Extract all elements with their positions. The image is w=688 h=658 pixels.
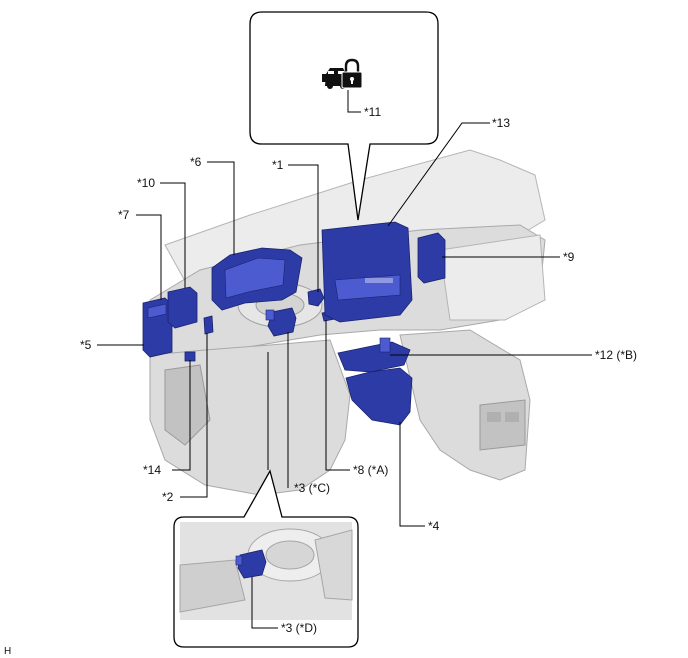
- component-9: [417, 232, 446, 284]
- component-10: [167, 286, 198, 329]
- component-13: [321, 221, 413, 323]
- leader-6: [207, 161, 235, 255]
- label-3c: *3 (*C): [294, 481, 330, 495]
- leader-1: [288, 164, 319, 292]
- vehicle-lock-icon: [322, 58, 363, 89]
- label-11: *11: [364, 105, 381, 119]
- label-12: *12 (*B): [595, 348, 637, 362]
- leader-14: [172, 360, 191, 471]
- components: [142, 221, 446, 426]
- component-2: [203, 315, 214, 335]
- leader-2: [180, 333, 208, 498]
- label-5: *5: [80, 338, 92, 352]
- label-13: *13: [492, 116, 510, 130]
- labels: *1 *6 *10 *7 *5 *14 *2 *3 (*C) *8 (*A) *…: [4, 105, 637, 657]
- label-1: *1: [272, 158, 284, 172]
- label-9: *9: [563, 250, 575, 264]
- label-14: *14: [143, 463, 161, 477]
- corner-code: H: [4, 646, 11, 657]
- label-10: *10: [137, 176, 155, 190]
- leader-4: [399, 422, 425, 527]
- leader-10: [160, 182, 186, 288]
- leader-7: [136, 214, 162, 300]
- component-12: [337, 341, 411, 373]
- inset-box-3d: [173, 469, 359, 648]
- label-8: *8 (*A): [353, 463, 388, 477]
- component-4: [345, 367, 413, 426]
- callout-box-11: [249, 11, 439, 221]
- label-3d: *3 (*D): [281, 621, 317, 635]
- leader-lines: [97, 122, 592, 527]
- component-14: [184, 351, 196, 362]
- leader-13: [387, 122, 490, 227]
- component-3: [267, 307, 297, 337]
- label-2: *2: [162, 490, 174, 504]
- leader-8: [325, 320, 350, 471]
- label-4: *4: [428, 519, 440, 533]
- label-6: *6: [190, 155, 202, 169]
- label-7: *7: [118, 208, 130, 222]
